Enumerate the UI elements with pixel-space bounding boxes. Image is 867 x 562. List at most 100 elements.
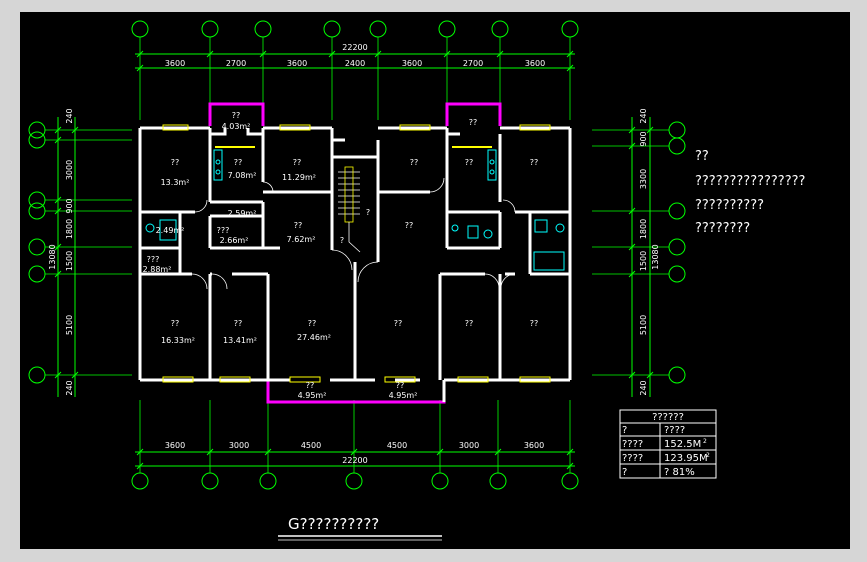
room-name: ?? xyxy=(396,381,405,390)
window xyxy=(219,376,251,383)
dim-bottom-seg: 3600 xyxy=(524,441,544,450)
dim-bottom-seg: 3600 xyxy=(165,441,185,450)
room-area: 4.03m² xyxy=(222,122,251,131)
axis-bubble-top xyxy=(131,20,149,38)
dim-top-seg: 3600 xyxy=(165,59,185,68)
axis-bubble-bottom xyxy=(201,472,219,490)
room-name: ? xyxy=(366,208,370,217)
window xyxy=(162,124,189,131)
room-area: 27.46m² xyxy=(297,333,331,342)
balcony-top-left xyxy=(208,102,265,126)
room-name: ?? xyxy=(410,158,419,167)
window xyxy=(399,124,431,131)
dim-left-seg: 240 xyxy=(65,108,74,123)
window xyxy=(457,376,489,383)
notes-line: ???????? xyxy=(695,221,750,236)
floor-plan-svg: 22200 3600 2700 3600 2400 3600 2700 3600… xyxy=(28,20,805,541)
room-name: ?? xyxy=(294,221,303,230)
drawing-title: G?????????? xyxy=(288,515,379,533)
room-area: 7.62m² xyxy=(287,235,316,244)
room-name: ?? xyxy=(308,319,317,328)
table-cell-label: ???? xyxy=(622,453,643,464)
window xyxy=(519,376,551,383)
stair-treads xyxy=(338,166,361,253)
axis-bubble-right xyxy=(668,202,686,220)
room-area: 13.3m² xyxy=(161,178,190,187)
axis-bubble-right xyxy=(668,265,686,283)
window xyxy=(384,376,416,383)
dim-right-seg: 1800 xyxy=(639,219,648,239)
room-name: ?? xyxy=(530,319,539,328)
room-name: ?? xyxy=(465,319,474,328)
axis-bubble-bottom xyxy=(561,472,579,490)
notes-line: ???????????????? xyxy=(695,174,805,189)
walls xyxy=(138,126,572,402)
table-cell-label: ???? xyxy=(622,439,643,450)
axis-bubble-right xyxy=(668,137,686,155)
axis-bubble-left xyxy=(28,121,46,139)
table-cell-value: 152.5M xyxy=(664,439,701,450)
dim-left-seg: 240 xyxy=(65,380,74,395)
axis-bubble-right xyxy=(668,238,686,256)
room-name: ? xyxy=(340,236,344,245)
table-cell-sup: 2 xyxy=(703,438,707,445)
room-name: ?? xyxy=(293,158,302,167)
dim-top-overall: 22200 xyxy=(342,43,367,52)
dim-top-seg: 3600 xyxy=(525,59,545,68)
dim-right-seg: 900 xyxy=(639,131,648,146)
notes-line: ?????????? xyxy=(695,198,764,213)
dim-left-overall: 13080 xyxy=(48,244,57,269)
table-cell-value: ???? xyxy=(664,425,685,436)
kitchen-counter xyxy=(213,149,223,181)
dim-right-seg: 3300 xyxy=(639,169,648,189)
dim-top-seg: 3600 xyxy=(402,59,422,68)
dim-right-seg: 240 xyxy=(639,108,648,123)
axis-bubble-bottom xyxy=(259,472,277,490)
dim-left-seg: 3000 xyxy=(65,160,74,180)
axis-bubble-left xyxy=(28,238,46,256)
room-labels: ?? 4.03m² ?? ?? 13.3m² ?? 7.08m² ?? 11.2… xyxy=(143,111,539,400)
dim-left-seg: 1800 xyxy=(65,219,74,239)
room-name: ?? xyxy=(234,319,243,328)
dim-left-seg: 5100 xyxy=(65,315,74,335)
dimension-ticks xyxy=(54,50,654,470)
window xyxy=(289,376,321,383)
dim-left-seg: 1500 xyxy=(65,251,74,271)
table-cell-sup: 2 xyxy=(706,452,710,459)
table-header: ?????? xyxy=(652,412,684,423)
room-name: ?? xyxy=(234,158,243,167)
notes-title: ?? xyxy=(695,149,709,164)
axis-bubble-right xyxy=(668,366,686,384)
room-area: 4.95m² xyxy=(298,391,327,400)
table-cell-label: ? xyxy=(622,425,627,436)
dim-top-seg: 2700 xyxy=(226,59,246,68)
room-name: ?? xyxy=(232,111,241,120)
bathtub xyxy=(533,251,565,271)
room-name: ??? xyxy=(217,226,230,235)
dim-right-seg: 240 xyxy=(639,380,648,395)
table-cell-value: ? 81% xyxy=(664,467,695,478)
axis-bubble-top xyxy=(561,20,579,38)
dim-right-overall: 13080 xyxy=(651,244,660,269)
room-name: ?? xyxy=(465,158,474,167)
room-area: 2.49m² xyxy=(156,226,185,235)
room-area: 2.88m² xyxy=(143,265,172,274)
notes: ?? ???????????????? ?????????? ???????? xyxy=(695,149,805,236)
dim-top-seg: 3600 xyxy=(287,59,307,68)
room-area: 4.95m² xyxy=(389,391,418,400)
axis-bubble-top xyxy=(201,20,219,38)
balcony-bottom xyxy=(266,380,446,404)
axis-bubble-bottom xyxy=(131,472,149,490)
dim-top-seg: 2700 xyxy=(463,59,483,68)
room-area: 16.33m² xyxy=(161,336,195,345)
window xyxy=(519,124,551,131)
dimension-labels-left: 240 3000 900 1800 1500 5100 240 13080 xyxy=(48,108,74,395)
axis-bubble-top xyxy=(369,20,387,38)
room-name: ?? xyxy=(394,319,403,328)
dim-left-seg: 900 xyxy=(65,198,74,213)
dim-bottom-seg: 3000 xyxy=(459,441,479,450)
table-cell-value: 123.95M xyxy=(664,453,708,464)
dimension-labels: 22200 3600 2700 3600 2400 3600 2700 3600… xyxy=(165,43,545,465)
axis-bubble-left xyxy=(28,131,46,149)
room-name: ?? xyxy=(171,319,180,328)
